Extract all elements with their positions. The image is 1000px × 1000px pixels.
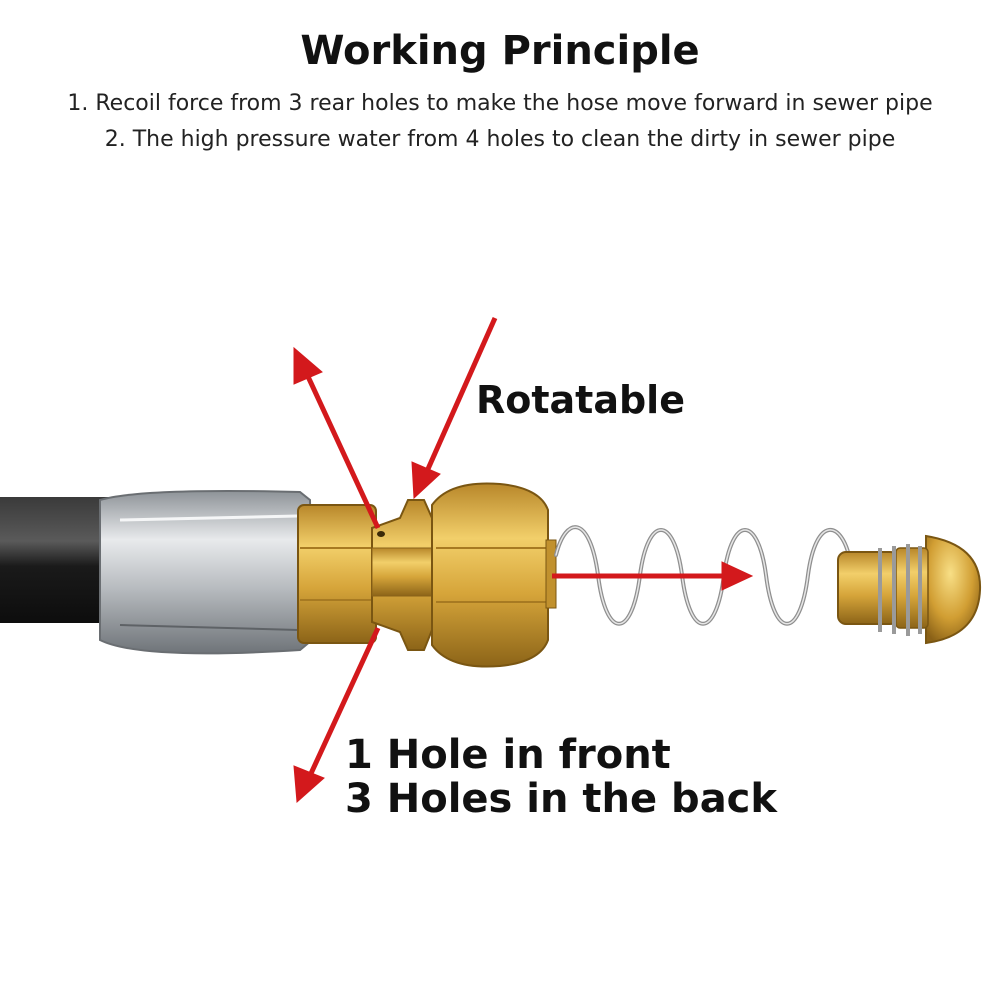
principle-line-2: 2. The high pressure water from 4 holes … [104,127,896,152]
rotating-collar [371,499,435,651]
spray-arrow-up [302,368,381,530]
spray-arrow-down [305,626,381,782]
rotatable-label: Rotatable [476,378,685,422]
arrowhead-up-icon [293,346,323,385]
spring [554,525,852,626]
arrows [293,316,754,804]
steel-ferrule [99,490,314,655]
page-title: Working Principle [300,28,700,74]
back-holes-label: 3 Holes in the back [345,776,777,822]
rear-hex-nut [297,504,377,644]
arrowhead-rotatable-icon [411,461,441,500]
arrowhead-forward-icon [721,561,754,591]
front-hex-nut [431,482,557,668]
arrowhead-down-icon [293,765,325,804]
front-tip [837,534,982,645]
rear-hole [377,531,385,537]
principle-line-1: 1. Recoil force from 3 rear holes to mak… [67,91,933,116]
rotatable-arrow [421,316,498,480]
front-hole-label: 1 Hole in front [345,732,671,778]
